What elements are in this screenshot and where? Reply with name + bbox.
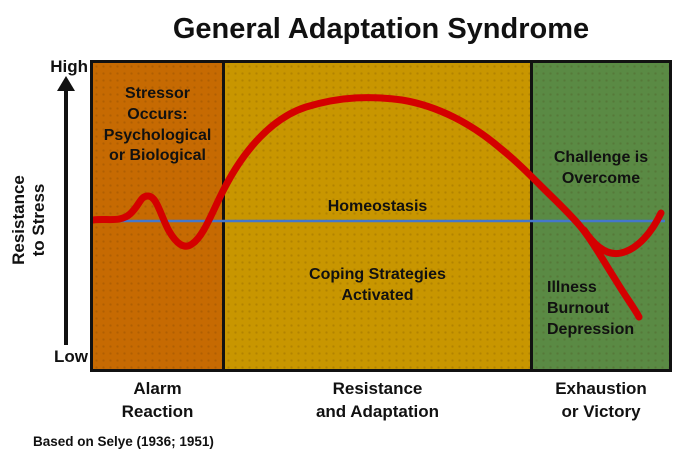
homeostasis-label: Homeostasis bbox=[327, 198, 428, 215]
coping-annotation: Coping Strategies Activated bbox=[309, 266, 446, 304]
y-axis-low-label: Low bbox=[54, 347, 88, 366]
y-axis-arrow bbox=[64, 88, 68, 345]
chart-area: Stressor Occurs: Psychological or Biolog… bbox=[90, 60, 672, 372]
zone-exhaustion-victory: Challenge is Overcome Illness Burnout De… bbox=[533, 63, 669, 369]
page-title: General Adaptation Syndrome bbox=[172, 13, 590, 45]
band-label-resistance-adaptation: Resistance and Adaptation bbox=[315, 379, 440, 421]
band-label-exhaustion-victory: Exhaustion or Victory bbox=[555, 379, 647, 421]
attribution-text: Based on Selye (1936; 1951) bbox=[33, 434, 214, 449]
stressor-annotation: Stressor Occurs: Psychological or Biolog… bbox=[103, 85, 212, 165]
illness-annotation: Illness Burnout Depression bbox=[547, 279, 635, 338]
y-axis-arrow-head bbox=[57, 76, 75, 91]
y-axis-label: Resistance to Stress bbox=[9, 175, 49, 265]
zone-resistance-adaptation: Homeostasis Coping Strategies Activated bbox=[222, 63, 533, 369]
zone-alarm-reaction: Stressor Occurs: Psychological or Biolog… bbox=[93, 63, 222, 369]
x-axis-labels: Alarm Reaction Resistance and Adaptation… bbox=[93, 378, 669, 424]
challenge-annotation: Challenge is Overcome bbox=[553, 149, 649, 187]
band-label-alarm-reaction: Alarm Reaction bbox=[121, 379, 194, 421]
y-axis-high-label: High bbox=[50, 57, 88, 76]
